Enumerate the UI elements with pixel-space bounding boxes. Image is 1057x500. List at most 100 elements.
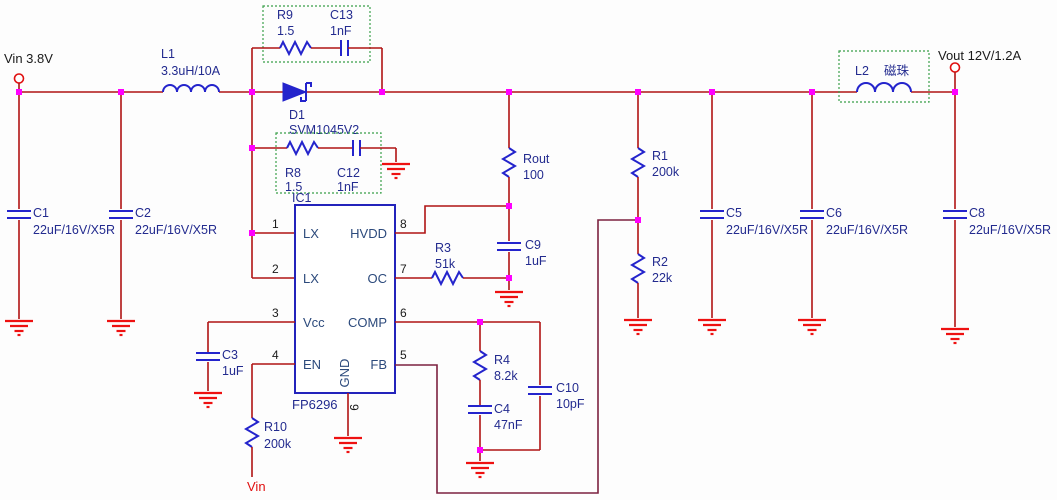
R9-ref: R9 — [277, 8, 293, 22]
vin-net-label: Vin — [247, 479, 266, 494]
snubber-R8-C12: R8 1.5 C12 1nF — [252, 132, 412, 194]
D1-value: SVM1045V2 — [289, 123, 359, 137]
Rout-value: 100 — [523, 168, 544, 182]
R1-ref: R1 — [652, 149, 668, 163]
capacitor-C2: C2 22uF/16V/X5R — [105, 92, 217, 337]
pin-number: 3 — [272, 306, 279, 320]
capacitor-C8: C8 22uF/16V/X5R — [939, 92, 1051, 345]
hvdd-node: Rout 100 C9 1uF — [395, 92, 550, 308]
vin-terminal: Vin 3.8V — [4, 51, 53, 92]
C8-value: 22uF/16V/X5R — [969, 223, 1051, 237]
R8-ref: R8 — [285, 166, 301, 180]
pin-name-fb: FB — [370, 357, 387, 372]
pin-number: 7 — [400, 262, 407, 276]
C4-ref: C4 — [494, 402, 510, 416]
annotation-box — [275, 132, 382, 194]
pin-name-comp: COMP — [348, 315, 387, 330]
R8-value: 1.5 — [285, 180, 302, 194]
C12-value: 1nF — [337, 180, 359, 194]
R10-value: 200k — [264, 437, 292, 451]
vout-label: Vout 12V/1.2A — [938, 48, 1021, 63]
pin-number: 1 — [272, 217, 279, 231]
capacitor-C1: C1 22uF/16V/X5R — [3, 92, 115, 337]
inductor-L1: L1 3.3uH/10A — [161, 47, 221, 93]
L1-value: 3.3uH/10A — [161, 64, 221, 78]
pin-number: 5 — [400, 348, 407, 362]
annotation-box — [262, 5, 371, 63]
lx-net — [251, 92, 295, 279]
pin-name-en: EN — [303, 357, 321, 372]
resistor-R3: R3 51k — [395, 241, 509, 287]
gnd-pin-number: 9 — [347, 404, 361, 411]
R3-ref: R3 — [435, 241, 451, 255]
R2-value: 22k — [652, 271, 673, 285]
ic-FP6296: IC1 1 2 3 4 8 7 6 5 LX LX Vcc EN HVDD OC… — [272, 191, 407, 454]
R9-value: 1.5 — [277, 24, 294, 38]
ground-icon — [696, 318, 728, 336]
resistor-R8-symbol — [286, 139, 319, 157]
pin-number: 6 — [400, 306, 407, 320]
ground-icon — [493, 290, 525, 308]
C10-value: 10pF — [556, 397, 585, 411]
resistor-R10-symbol — [244, 417, 260, 448]
C13-ref: C13 — [330, 8, 353, 22]
ic-ref: IC1 — [292, 191, 312, 205]
pin-number: 2 — [272, 262, 279, 276]
vin-label: Vin 3.8V — [4, 51, 53, 66]
ground-icon — [622, 318, 654, 336]
R4-value: 8.2k — [494, 369, 518, 383]
C2-value: 22uF/16V/X5R — [135, 223, 217, 237]
L2-ref: L2 — [855, 64, 869, 78]
ground-icon — [332, 436, 364, 454]
C6-ref: C6 — [826, 206, 842, 220]
snubber-R9-C13: R9 1.5 C13 1nF — [251, 5, 383, 92]
C3-ref: C3 — [222, 348, 238, 362]
C12-ref: C12 — [337, 166, 360, 180]
capacitor-C5: C5 22uF/16V/X5R — [696, 92, 808, 336]
pin-number: 8 — [400, 217, 407, 231]
pin-name-oc: OC — [368, 271, 388, 286]
C3-value: 1uF — [222, 364, 244, 378]
resistor-Rout-symbol — [501, 147, 517, 178]
vout-port-icon — [949, 62, 961, 73]
ground-icon — [939, 327, 971, 345]
pin-name-lx1: LX — [303, 226, 319, 241]
pin-name-vcc: Vcc — [303, 315, 325, 330]
ic-part-number: FP6296 — [292, 397, 338, 412]
ground-icon — [796, 318, 828, 336]
vout-terminal: Vout 12V/1.2A — [938, 48, 1021, 92]
capacitor-C3: C3 1uF — [192, 321, 295, 409]
C1-ref: C1 — [33, 206, 49, 220]
ground-icon — [380, 162, 412, 180]
ground-icon — [3, 319, 35, 337]
pin-name-gnd: GND — [337, 359, 352, 388]
C9-ref: C9 — [525, 238, 541, 252]
resistor-R9-symbol — [279, 39, 312, 57]
L2-value: 磁珠 — [884, 63, 910, 78]
R2-ref: R2 — [652, 255, 668, 269]
resistor-R4-symbol — [472, 350, 488, 381]
vin-port-icon — [13, 73, 25, 84]
C5-value: 22uF/16V/X5R — [726, 223, 808, 237]
resistor-R2-symbol — [630, 253, 646, 284]
annotation-box — [838, 50, 930, 103]
pin-name-lx2: LX — [303, 271, 319, 286]
Rout-ref: Rout — [523, 152, 550, 166]
L1-ref: L1 — [161, 47, 175, 61]
C2-ref: C2 — [135, 206, 151, 220]
R10-ref: R10 — [264, 420, 287, 434]
resistor-R1-symbol — [630, 147, 646, 178]
feedback-trace — [395, 219, 638, 494]
inductor-L2: L2 磁珠 — [838, 50, 930, 103]
ground-icon — [464, 461, 496, 479]
ic-body — [294, 204, 396, 394]
ground-icon — [192, 391, 224, 409]
D1-ref: D1 — [289, 108, 305, 122]
R3-value: 51k — [435, 257, 456, 271]
C13-value: 1nF — [330, 24, 352, 38]
pin-name-hvdd: HVDD — [350, 226, 387, 241]
R4-ref: R4 — [494, 353, 510, 367]
C1-value: 22uF/16V/X5R — [33, 223, 115, 237]
comp-network: R4 8.2k C4 47nF C10 10pF — [395, 321, 585, 479]
